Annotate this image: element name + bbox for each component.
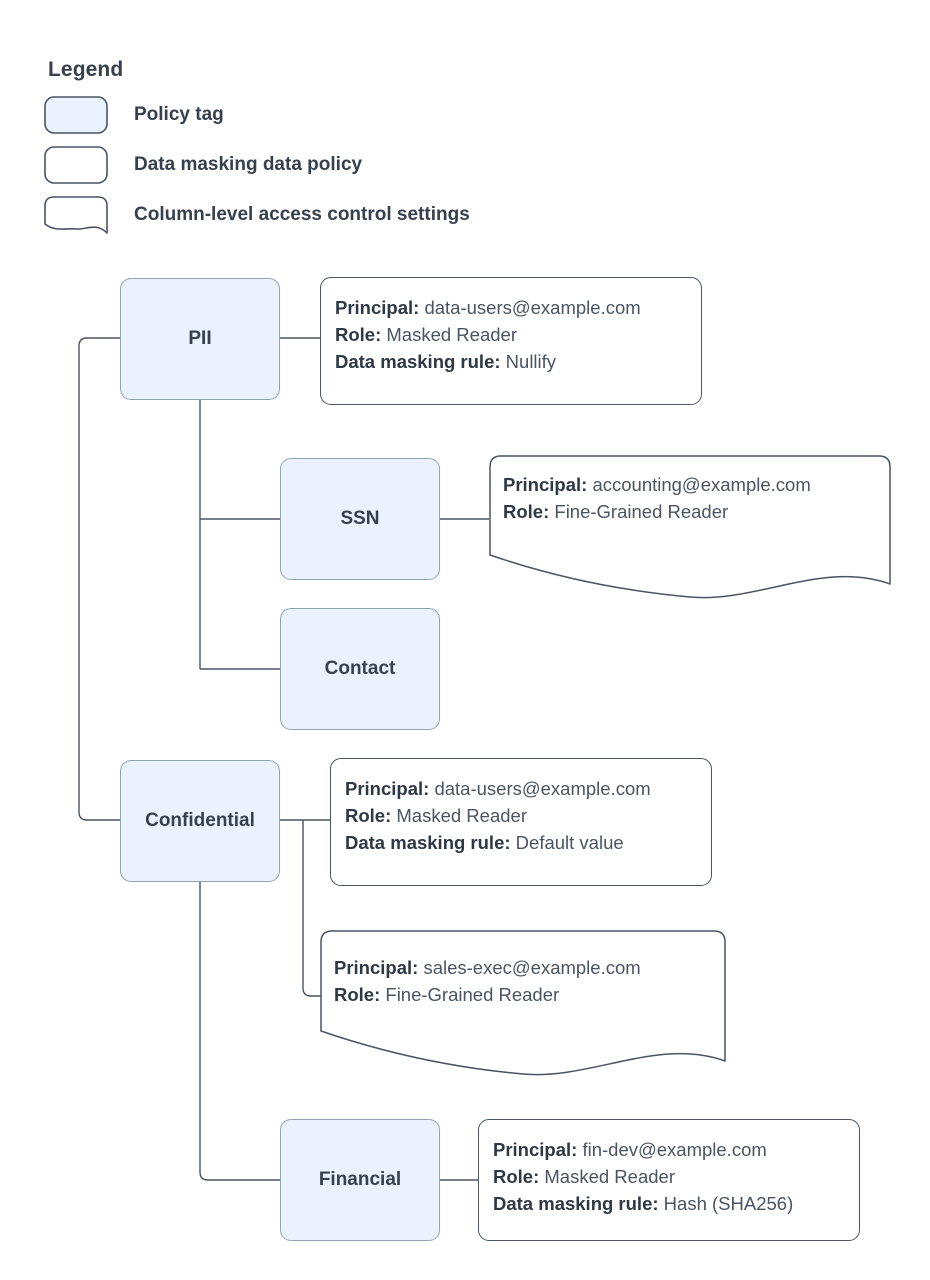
policy-principal-line: Principal: sales-exec@example.com <box>334 954 641 981</box>
masking-rule-value: Default value <box>515 832 624 853</box>
data-policy-box-financial[interactable]: Principal: fin-dev@example.com Role: Mas… <box>478 1119 860 1241</box>
policy-masking-line: Data masking rule: Nullify <box>335 348 701 375</box>
policy-principal-line: Principal: data-users@example.com <box>335 294 701 321</box>
masking-rule-value: Nullify <box>505 351 557 372</box>
principal-label: Principal: <box>345 778 430 799</box>
policy-tag-label: Confidential <box>145 810 255 831</box>
role-label: Role: <box>335 324 382 345</box>
role-value: Masked Reader <box>386 324 517 345</box>
policy-tag-swatch-icon <box>44 96 108 134</box>
policy-tag-label: Contact <box>324 658 396 679</box>
role-label: Role: <box>334 984 381 1005</box>
policy-tag-node-confidential[interactable]: Confidential <box>120 760 280 882</box>
policy-tag-label: PII <box>188 328 212 349</box>
role-value: Masked Reader <box>396 805 527 826</box>
legend-item-policy-tag: Policy tag <box>44 96 224 134</box>
policy-masking-line: Data masking rule: Default value <box>345 829 711 856</box>
principal-value: data-users@example.com <box>434 778 651 799</box>
policy-principal-line: Principal: data-users@example.com <box>345 775 711 802</box>
policy-tag-node-financial[interactable]: Financial <box>280 1119 440 1241</box>
policy-role-line: Role: Masked Reader <box>345 802 711 829</box>
legend-item-data-policy: Data masking data policy <box>44 146 362 184</box>
data-policy-swatch-icon <box>44 146 108 184</box>
legend-item-label: Policy tag <box>134 104 224 125</box>
policy-role-line: Role: Fine-Grained Reader <box>334 981 641 1008</box>
role-value: Fine-Grained Reader <box>385 984 560 1005</box>
role-value: Fine-Grained Reader <box>554 501 729 522</box>
principal-label: Principal: <box>503 474 588 495</box>
policy-role-line: Role: Fine-Grained Reader <box>503 498 811 525</box>
principal-value: fin-dev@example.com <box>582 1139 767 1160</box>
masking-rule-label: Data masking rule: <box>493 1193 659 1214</box>
legend-item-access-control: Column-level access control settings <box>44 196 470 234</box>
principal-value: accounting@example.com <box>592 474 811 495</box>
legend-item-label: Data masking data policy <box>134 154 363 175</box>
access-control-swatch-icon <box>44 196 108 234</box>
policy-tag-node-pii[interactable]: PII <box>120 278 280 400</box>
principal-value: data-users@example.com <box>424 297 641 318</box>
policy-role-line: Role: Masked Reader <box>493 1163 859 1190</box>
policy-tag-label: Financial <box>318 1169 402 1190</box>
role-label: Role: <box>493 1166 540 1187</box>
data-policy-box-confidential[interactable]: Principal: data-users@example.com Role: … <box>330 758 712 886</box>
principal-value: sales-exec@example.com <box>423 957 641 978</box>
policy-principal-line: Principal: accounting@example.com <box>503 471 811 498</box>
policy-tag-node-contact[interactable]: Contact <box>280 608 440 730</box>
legend-title: Legend <box>48 58 124 81</box>
data-policy-box-pii[interactable]: Principal: data-users@example.com Role: … <box>320 277 702 405</box>
legend-item-label: Column-level access control settings <box>134 204 470 225</box>
masking-rule-label: Data masking rule: <box>335 351 501 372</box>
masking-rule-value: Hash (SHA256) <box>663 1193 794 1214</box>
principal-label: Principal: <box>335 297 420 318</box>
policy-role-line: Role: Masked Reader <box>335 321 701 348</box>
role-label: Role: <box>503 501 550 522</box>
access-control-box-confidential-sales[interactable]: Principal: sales-exec@example.com Role: … <box>320 930 726 1076</box>
role-value: Masked Reader <box>544 1166 675 1187</box>
role-label: Role: <box>345 805 392 826</box>
principal-label: Principal: <box>493 1139 578 1160</box>
access-control-box-ssn[interactable]: Principal: accounting@example.com Role: … <box>489 455 891 599</box>
access-control-text: Principal: accounting@example.com Role: … <box>503 471 811 525</box>
access-control-text: Principal: sales-exec@example.com Role: … <box>334 954 641 1008</box>
policy-tag-label: SSN <box>340 508 380 529</box>
policy-tag-node-ssn[interactable]: SSN <box>280 458 440 580</box>
principal-label: Principal: <box>334 957 419 978</box>
policy-principal-line: Principal: fin-dev@example.com <box>493 1136 859 1163</box>
policy-masking-line: Data masking rule: Hash (SHA256) <box>493 1190 859 1217</box>
masking-rule-label: Data masking rule: <box>345 832 511 853</box>
